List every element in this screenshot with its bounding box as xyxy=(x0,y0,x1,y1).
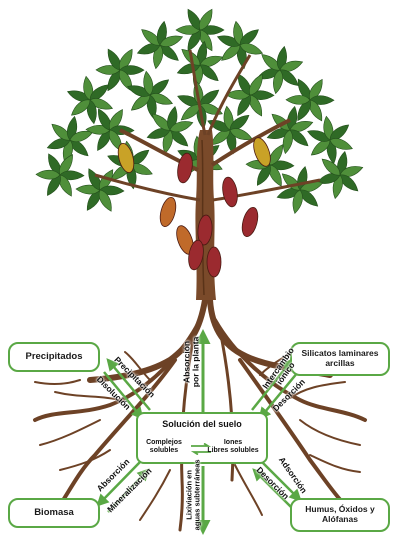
humus-box: Humus, Óxidos y Alófanas xyxy=(290,498,390,532)
lixiviacion-label: Lixiviación en aguas subterráneas xyxy=(186,459,202,530)
biomasa-box: Biomasa xyxy=(8,498,100,528)
biomasa-label: Biomasa xyxy=(34,508,74,519)
humus-label: Humus, Óxidos y Alófanas xyxy=(305,505,374,525)
soil-solution-title: Solución del suelo xyxy=(138,419,266,429)
precipitados-label: Precipitados xyxy=(25,352,82,363)
free-ions-label: Iones Libres solubles xyxy=(204,439,262,454)
cacao-pod xyxy=(207,247,221,277)
soil-solution-box: Solución del suelo Complejos solubles Io… xyxy=(136,412,268,464)
cacao-pod xyxy=(239,206,260,239)
cacao-pod xyxy=(221,176,240,208)
absorcion-planta-label: Absorción por la planta xyxy=(182,337,200,388)
silicatos-label: Silicatos laminares arcillas xyxy=(301,349,378,369)
cacao-pod xyxy=(157,196,178,229)
precipitados-box: Precipitados xyxy=(8,342,100,372)
soluble-complexes-label: Complejos solubles xyxy=(142,439,186,454)
silicatos-box: Silicatos laminares arcillas xyxy=(290,342,390,376)
